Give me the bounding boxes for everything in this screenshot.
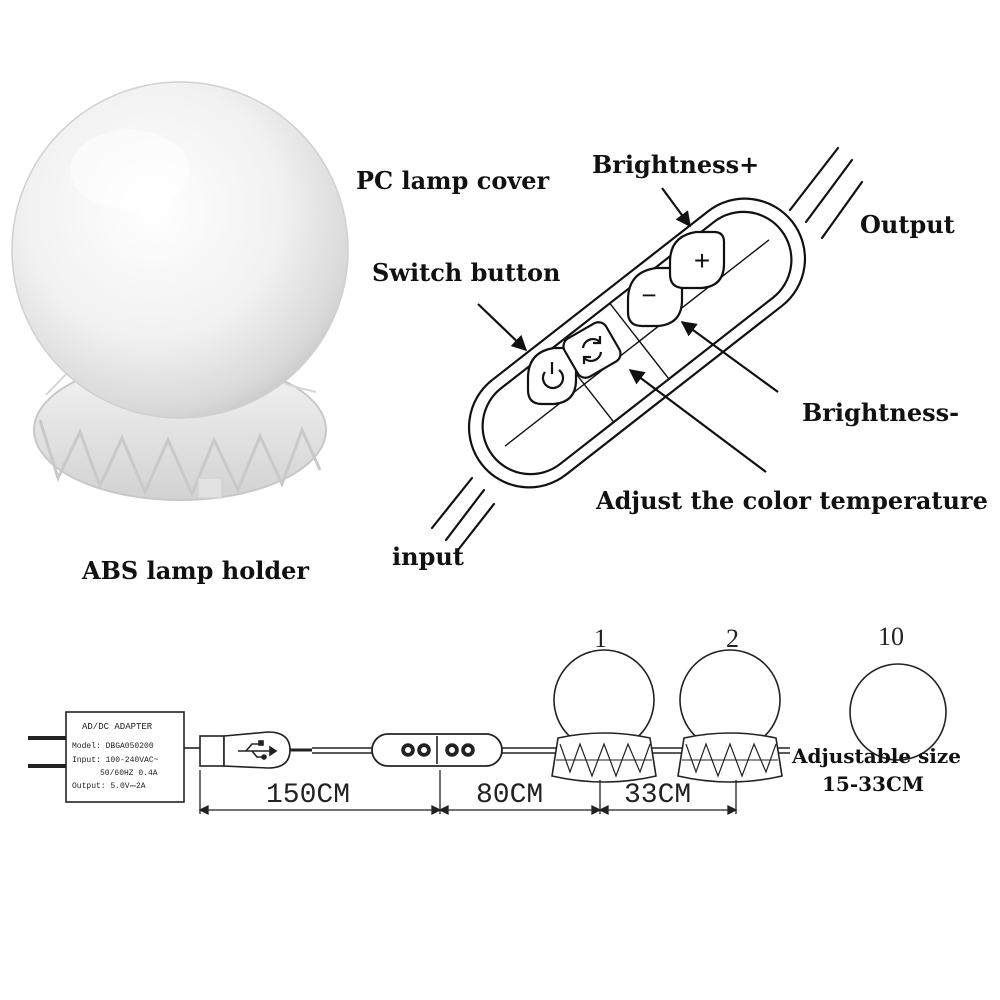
lamp-photo <box>11 81 349 501</box>
label-adjust-color-temperature: Adjust the color temperature <box>596 486 988 515</box>
adapter-input: Input: 100-240VAC~ <box>72 756 159 765</box>
label-switch-button: Switch button <box>372 258 561 287</box>
bulb-10-outline <box>849 663 947 761</box>
dimension-lines <box>198 770 738 816</box>
inline-controller <box>371 733 503 767</box>
bulb-2 <box>677 649 783 783</box>
color-temperature-button <box>562 321 622 379</box>
label-adjustable-range: 15-33CM <box>822 772 925 796</box>
label-adjustable-size: Adjustable size <box>792 744 961 768</box>
wiring-diagram <box>28 649 947 816</box>
bulb-number-2: 2 <box>726 624 739 653</box>
adapter-model: Model: DBGA050200 <box>72 742 154 751</box>
plus-glyph: + <box>694 245 710 276</box>
label-pc-lamp-cover: PC lamp cover <box>356 166 550 195</box>
plug-prongs <box>28 736 66 768</box>
label-output: Output <box>860 210 955 239</box>
adapter-frequency: 50/60HZ 0.4A <box>100 769 158 778</box>
power-icon <box>541 362 565 390</box>
dimension-80cm: 80CM <box>476 780 544 811</box>
cycle-icon <box>581 336 603 364</box>
arrow-switch-button <box>477 303 528 352</box>
label-input: input <box>392 542 464 571</box>
switch-button <box>526 346 578 406</box>
minus-glyph: − <box>641 280 656 310</box>
adapter-title: AD/DC ADAPTER <box>82 722 153 732</box>
dimension-150cm: 150CM <box>266 780 351 811</box>
adapter-output: Output: 5.0V⎓2A <box>72 782 146 791</box>
arrow-color-temperature <box>628 369 767 473</box>
arrow-brightness-minus <box>680 321 779 393</box>
arrow-brightness-plus <box>661 187 691 228</box>
bulb-number-1: 1 <box>594 624 607 653</box>
adapter-box <box>65 711 185 803</box>
brightness-minus-button: − <box>626 266 684 328</box>
usb-connector <box>199 731 312 769</box>
bulb-number-10: 10 <box>878 622 904 651</box>
callout-arrows <box>477 187 779 473</box>
label-abs-lamp-holder: ABS lamp holder <box>82 556 310 585</box>
pc-lamp-cover-globe <box>11 81 349 419</box>
usb-icon <box>238 740 278 760</box>
label-brightness-minus: Brightness- <box>802 398 960 427</box>
label-brightness-plus: Brightness+ <box>592 150 760 179</box>
brightness-plus-button: + <box>668 230 726 290</box>
controller-body <box>467 197 807 489</box>
controller-drawing <box>430 146 864 552</box>
bulb-1 <box>551 649 657 783</box>
dimension-33cm: 33CM <box>624 780 692 811</box>
